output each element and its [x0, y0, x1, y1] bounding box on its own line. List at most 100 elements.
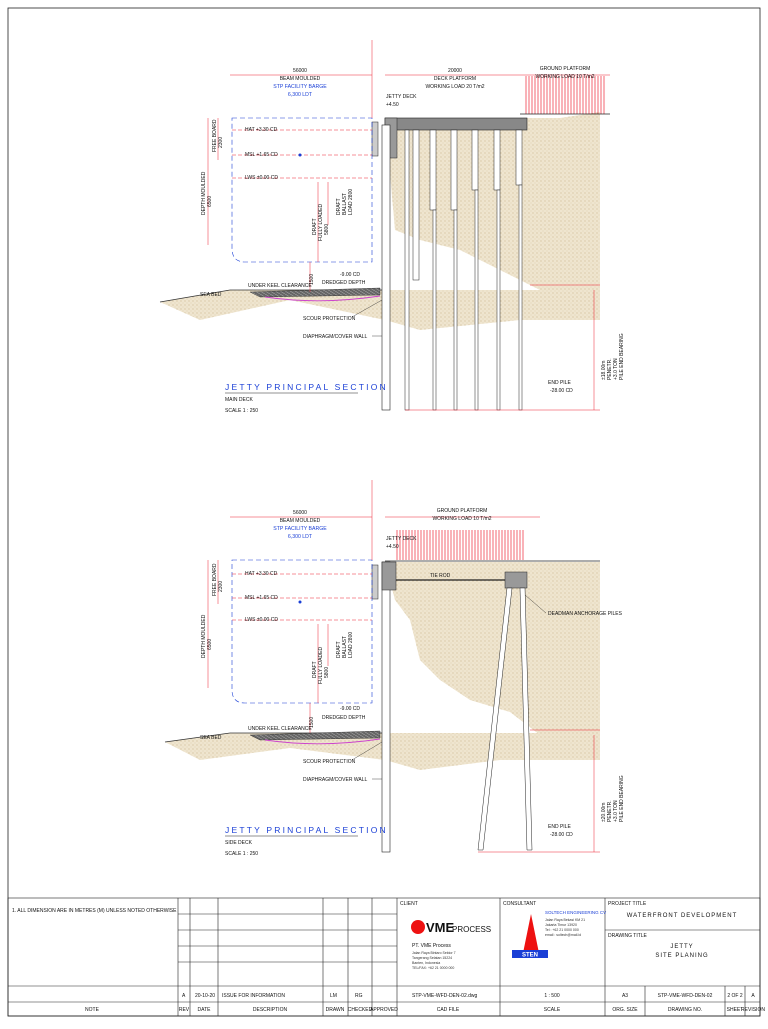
dredged-label-2: DREDGED DEPTH	[322, 715, 366, 721]
section-subtitle-2: SIDE DECK	[225, 840, 253, 846]
svg-text:6500: 6500	[207, 639, 213, 650]
svg-text:SHEET: SHEET	[727, 1007, 744, 1013]
ground-load-hatch-2	[395, 530, 525, 560]
consultant-logo-icon	[522, 914, 540, 958]
svg-text:BALLAST: BALLAST	[342, 193, 348, 215]
rev-letter: A	[182, 993, 186, 999]
svg-text:PILE END BEARING: PILE END BEARING	[619, 333, 625, 380]
rev-date: 20-10-20	[195, 993, 215, 999]
svg-text:PENETR.: PENETR.	[607, 800, 613, 822]
drawing-scale: 1 : 500	[544, 993, 560, 999]
footer-labels: NOTE REV DATE DESCRIPTION DRAWN CHECKED …	[85, 1007, 765, 1013]
hat-label-2: HAT +3.30 CD	[245, 571, 278, 577]
sheet-number: 2 OF 2	[727, 993, 743, 999]
pile-note-2: ±20.00m PENETR. +3.0 TON PILE END BEARIN…	[601, 775, 625, 822]
svg-text:PILE END BEARING: PILE END BEARING	[619, 775, 625, 822]
consultant-logo-text: STEN	[522, 953, 538, 959]
barge-outline-2	[231, 559, 373, 704]
drawing-number: STP-VME-WFD-DEN-02	[658, 993, 713, 999]
draft-ballast-dim-2: DRAFT BALLAST LOAD 2800	[336, 632, 354, 658]
seabed-soil	[160, 290, 600, 330]
lws-label-2: LWS ±0.00 CD	[245, 617, 278, 623]
anchorage-piles	[477, 587, 533, 851]
svg-text:6500: 6500	[207, 196, 213, 207]
jetty-deck-label: JETTY DECK	[386, 94, 417, 100]
section-title-1: JETTY PRINCIPAL SECTION	[225, 382, 388, 392]
client-name: PT. VME Process	[412, 943, 451, 949]
svg-text:CHECKED: CHECKED	[348, 1007, 373, 1013]
svg-text:Jalan Raya Bintaro Sektor 7: Jalan Raya Bintaro Sektor 7	[412, 951, 456, 955]
end-pile-label-2: END PILE	[548, 824, 571, 830]
drawing-title-1: JETTY	[670, 944, 693, 950]
end-pile-label: END PILE	[548, 380, 571, 386]
svg-text:DRAWING NO.: DRAWING NO.	[668, 1007, 702, 1013]
svg-text:ORG. SIZE: ORG. SIZE	[612, 1007, 638, 1013]
svg-text:email : soltech@mail.id: email : soltech@mail.id	[545, 933, 581, 937]
svg-text:PENETR.: PENETR.	[607, 358, 613, 380]
svg-text:Jakarta Timur 13920: Jakarta Timur 13920	[545, 923, 577, 927]
barge-line-3: 6,300 LDT	[288, 92, 313, 98]
under-keel-label-2: UNDER KEEL CLEARANCE	[248, 726, 312, 732]
section-main-deck: HAT +3.30 CD MSL +1.65 CD LWS ±0.00 CD 5…	[159, 40, 625, 414]
dredged-level-2: -9.00 CD	[340, 706, 360, 712]
under-keel-label: UNDER KEEL CLEARANCE	[248, 283, 312, 289]
svg-text:BALLAST: BALLAST	[342, 636, 348, 658]
svg-text:REVISION: REVISION	[741, 1007, 765, 1013]
svg-text:1500: 1500	[309, 274, 315, 285]
svg-text:DRAFT: DRAFT	[336, 641, 342, 658]
svg-text:DEPTH MOULDED: DEPTH MOULDED	[201, 171, 207, 215]
barge-line-2-2: STP FACILITY BARGE	[273, 526, 327, 532]
svg-text:DEPTH MOULDED: DEPTH MOULDED	[201, 614, 207, 658]
deck-line-2: WORKING LOAD 20 T/m2	[425, 84, 484, 90]
svg-text:+3.0 TON: +3.0 TON	[613, 358, 619, 380]
drawing-title-label: DRAWING TITLE	[608, 933, 648, 939]
svg-text:FREE BOARD: FREE BOARD	[212, 563, 218, 596]
jetty-deck-level-2: +4.50	[386, 544, 399, 550]
draft-full-dim: DRAFT FULLY LOADED 5800	[312, 204, 330, 241]
svg-text:SCALE: SCALE	[544, 1007, 561, 1013]
svg-text:5800: 5800	[324, 224, 330, 235]
revision-letter: A	[751, 993, 755, 999]
msl-label-2: MSL +1.65 CD	[245, 595, 278, 601]
svg-text:FULLY LOADED: FULLY LOADED	[318, 204, 324, 241]
seabed-label: SEA BED	[200, 292, 222, 298]
consultant-label: CONSULTANT	[503, 901, 536, 907]
barge-outline	[231, 117, 373, 263]
svg-text:LOAD 2800: LOAD 2800	[348, 189, 354, 215]
diaphragm-wall-2	[381, 561, 391, 853]
water-level-lines	[232, 129, 372, 179]
end-pile-level: -28.00 CD	[550, 388, 573, 394]
svg-text:1500: 1500	[309, 717, 315, 728]
scour-protection-2	[249, 730, 381, 741]
svg-text:+3.0 TON: +3.0 TON	[613, 800, 619, 822]
msl-label: MSL +1.65 CD	[245, 152, 278, 158]
svg-text:DRAWN: DRAWN	[326, 1007, 345, 1013]
cad-file: STP-VME-WFD-DEN-02.dwg	[412, 993, 478, 999]
svg-text:Jalan Raya Bekasi KM 21: Jalan Raya Bekasi KM 21	[545, 918, 585, 922]
deck-piles	[404, 129, 523, 411]
ground-load-hatch	[525, 76, 605, 114]
scour-protection	[249, 287, 381, 298]
draft-ballast-dim: DRAFT BALLAST LOAD 2800	[336, 189, 354, 215]
paper-size: A3	[622, 993, 628, 999]
barge-width: 56000	[293, 68, 307, 74]
svg-text:REV: REV	[179, 1007, 190, 1013]
deck-line-1: DECK PLATFORM	[434, 76, 476, 82]
pile-note: ±18.00m PENETR. +3.0 TON PILE END BEARIN…	[601, 333, 625, 380]
svg-text:Tangerang Selatan 15224: Tangerang Selatan 15224	[412, 956, 452, 960]
barge-line-1-2: BEAM MOULDED	[280, 518, 321, 524]
svg-text:5800: 5800	[324, 667, 330, 678]
ground-line-1-2: GROUND PLATFORM	[437, 508, 487, 514]
diaphragm-label-2: DIAPHRAGM/COVER WALL	[303, 777, 367, 783]
barge-line-3-2: 6,300 LDT	[288, 534, 313, 540]
free-board-dim-2: FREE BOARD 2300	[212, 563, 224, 596]
general-note: 1. ALL DIMENSION ARE IN METRES (M) UNLES…	[12, 908, 177, 914]
svg-text:Banten, Indonesia: Banten, Indonesia	[412, 961, 440, 965]
svg-text:LOAD 2800: LOAD 2800	[348, 632, 354, 658]
svg-text:FREE BOARD: FREE BOARD	[212, 119, 218, 152]
clearance-dim: 1500	[309, 274, 315, 285]
section-side-deck: HAT +3.30 CD MSL +1.65 CD LWS ±0.00 CD 5…	[164, 480, 625, 857]
backfill-soil	[385, 112, 600, 290]
